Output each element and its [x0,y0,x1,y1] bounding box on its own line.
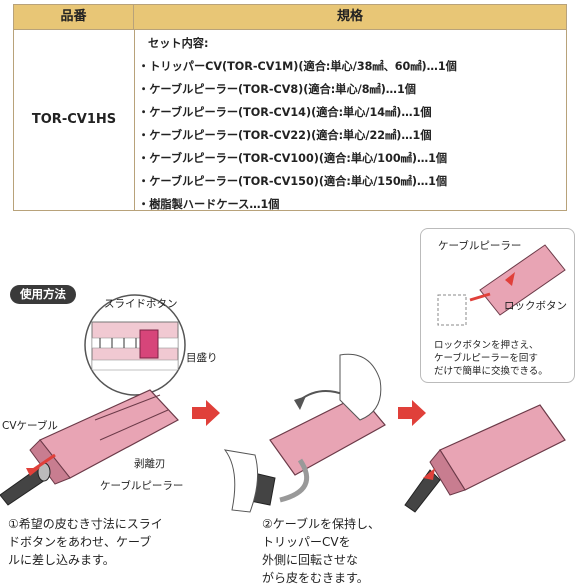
model-number: TOR-CV1HS [31,112,117,127]
set-item: ・ケーブルピーラー(TOR-CV14)(適合:単心/14㎟)…1個 [138,106,432,119]
step-line: ドボタンをあわせ、ケーブ [8,535,152,549]
set-item: ・ケーブルピーラー(TOR-CV150)(適合:単心/150㎟)…1個 [138,175,448,188]
label-inset-peeler: ケーブルピーラー [438,240,522,252]
set-item: ・ケーブルピーラー(TOR-CV100)(適合:単心/100㎟)…1個 [138,152,448,165]
step2-text: ②ケーブルを保持し、 トリッパーCVを 外側に回転させな がら皮をむきます。 [262,515,380,587]
step1-text: ①希望の皮むき寸法にスライ ドボタンをあわせ、ケーブ ルに差し込みます。 [8,515,163,569]
tripper-tool-step1 [29,389,179,485]
insert-arrow-shaft [29,453,56,474]
magnifier-detail [84,294,186,396]
label-blade: 剥離刃 [134,458,166,470]
set-item: ・ケーブルピーラー(TOR-CV22)(適合:単心/22㎟)…1個 [138,129,432,142]
set-item: ・ケーブルピーラー(TOR-CV8)(適合:単心/8㎟)…1個 [138,83,416,96]
column-divider [134,29,135,210]
hand-step2 [223,353,382,513]
label-slide-button: スライドボタン [104,298,178,310]
label-cable-peeler: ケーブルピーラー [100,480,184,492]
step-line: ②ケーブルを保持し、 [262,517,381,531]
usage-badge: 使用方法 [10,285,76,304]
set-item: ・トリッパーCV(TOR-CV1M)(適合:単心/38㎟、60㎟)…1個 [138,60,457,73]
set-item: ・樹脂製ハードケース…1個 [138,198,280,211]
insert-arrow [26,468,40,476]
note-line: ケーブルピーラーを回す [434,353,538,364]
step-line: がら皮をむきます。 [262,571,369,585]
inset-box [420,228,575,383]
label-cv-cable: CVケーブル [2,420,58,432]
set-title: セット内容: [148,37,209,50]
next-arrow-1 [192,400,220,426]
step-line: ルに差し込みます。 [8,553,115,567]
step-line: ①希望の皮むき寸法にスライ [8,517,163,531]
note-line: だけで簡単に交換できる。 [434,366,548,377]
step-line: トリッパーCVを [262,535,351,549]
table-header: 品番 規格 [14,5,566,30]
header-spec: 規格 [336,9,363,24]
spec-table: 品番 規格 TOR-CV1HS [13,4,567,211]
note-line: ロックボタンを押さえ、 [434,340,539,351]
step-line: 外側に回転させな [262,553,359,567]
inset-illustration [437,244,566,326]
label-lock-button: ロックボタン [504,300,567,312]
next-arrow-2 [398,400,426,426]
tripper-tool-step3 [404,404,566,513]
header-model: 品番 [14,5,134,29]
set-contents: セット内容: ・トリッパーCV(TOR-CV1M)(適合:単心/38㎟、60㎟)… [138,32,548,216]
label-scale: 目盛り [186,352,218,364]
cv-cable-step1 [0,462,51,506]
inset-note: ロックボタンを押さえ、 ケーブルピーラーを回す だけで簡単に交換できる。 [434,339,548,378]
